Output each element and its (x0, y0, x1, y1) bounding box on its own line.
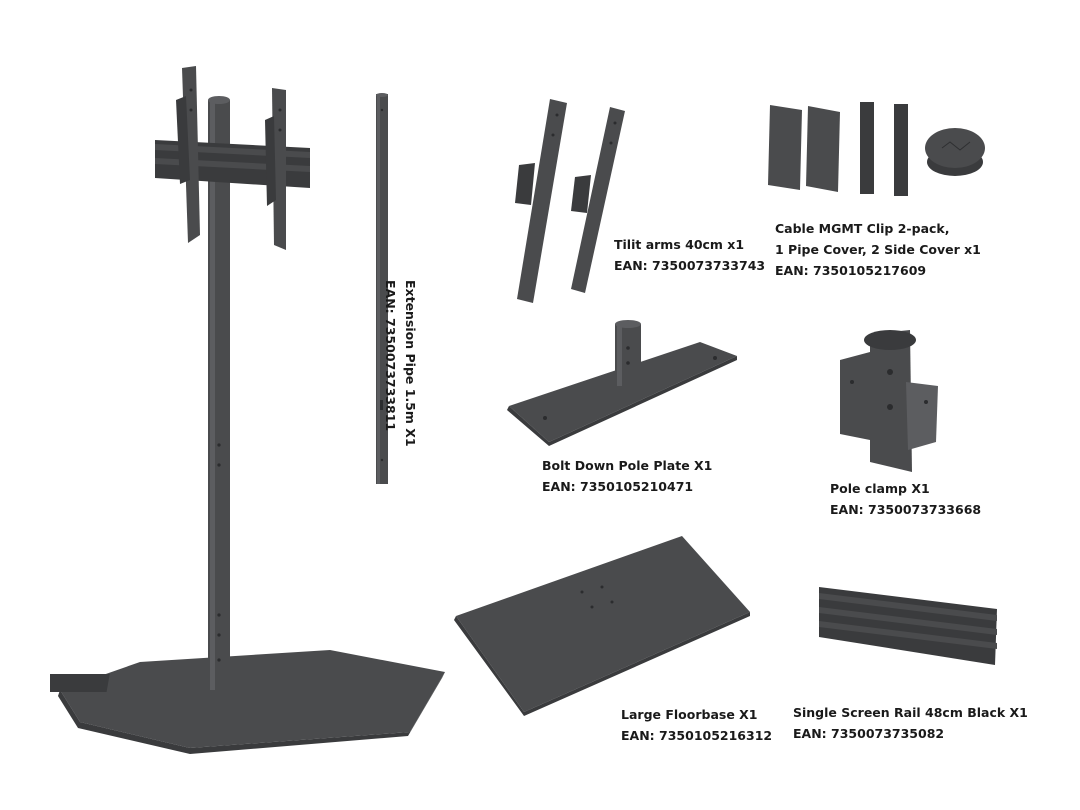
extension-pipe-ean: EAN: 7350073733811 (383, 280, 398, 432)
bolt-plate-name: Bolt Down Pole Plate X1 (542, 458, 713, 473)
tilt-arms-label: Tilit arms 40cm x1 EAN: 7350073733743 (614, 234, 765, 276)
large-floorbase-ean: EAN: 7350105216312 (621, 728, 773, 743)
large-floorbase-name: Large Floorbase X1 (621, 707, 758, 722)
screen-rail-name: Single Screen Rail 48cm Black X1 (793, 705, 1028, 720)
extension-pipe-name: Extension Pipe 1.5m X1 (403, 280, 418, 447)
pole-clamp-ean: EAN: 7350073733668 (830, 502, 982, 517)
large-floorbase-image (454, 536, 750, 716)
cable-clip-ean: EAN: 7350105217609 (775, 263, 927, 278)
bolt-plate-image (507, 320, 737, 446)
cable-clip-name-line2: 1 Pipe Cover, 2 Side Cover x1 (775, 242, 981, 257)
pole-clamp-name: Pole clamp X1 (830, 481, 930, 496)
floor-stand-image (50, 66, 445, 754)
bolt-plate-label: Bolt Down Pole Plate X1 EAN: 73501052104… (542, 455, 712, 497)
extension-pipe-label: Extension Pipe 1.5m X1 EAN: 735007373381… (380, 280, 420, 447)
cable-clip-name-line1: Cable MGMT Clip 2-pack, (775, 221, 950, 236)
screen-rail-image (819, 587, 997, 665)
cable-clip-label: Cable MGMT Clip 2-pack, 1 Pipe Cover, 2 … (775, 218, 981, 281)
tilt-arms-image (515, 99, 625, 303)
tilt-arms-name: Tilit arms 40cm x1 (614, 237, 745, 252)
pole-clamp-image (840, 330, 938, 472)
screen-rail-label: Single Screen Rail 48cm Black X1 EAN: 73… (793, 702, 1028, 744)
screen-rail-ean: EAN: 7350073735082 (793, 726, 945, 741)
bolt-plate-ean: EAN: 7350105210471 (542, 479, 694, 494)
tilt-arms-ean: EAN: 7350073733743 (614, 258, 766, 273)
extension-pipe-image (376, 93, 388, 484)
large-floorbase-label: Large Floorbase X1 EAN: 7350105216312 (621, 704, 772, 746)
cable-clip-image (768, 102, 985, 196)
pole-clamp-label: Pole clamp X1 EAN: 7350073733668 (830, 478, 981, 520)
